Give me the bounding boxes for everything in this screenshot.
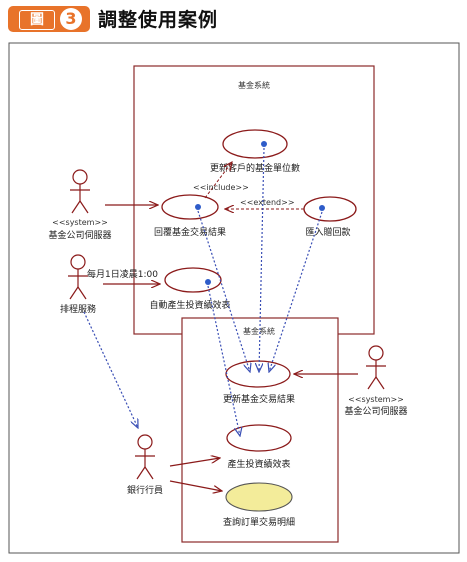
flow-dividend-to-update [269,211,323,372]
include-arrow [204,162,232,199]
usecase-reply-result: 回覆基金交易結果 [154,194,226,238]
figure-word: 圖 [19,10,55,30]
actor-system-top-name: 基金公司伺服器 [48,229,111,241]
usecase-query-detail: 查詢訂單交易明細 [223,482,295,528]
usecase-update-units: 更新客戶的基金單位數 [210,129,300,174]
system-label-bottom: 基金系統 [243,326,275,336]
usecase-update-units-label: 更新客戶的基金單位數 [210,162,300,174]
flow-auto-to-report [207,285,240,436]
usecase-gen-report: 產生投資績效表 [226,424,292,470]
usecase-query-detail-label: 查詢訂單交易明細 [223,516,295,528]
actor-system-right-name: 基金公司伺服器 [344,405,407,417]
actor-system-right [366,345,386,390]
assoc-teller-query [169,480,222,491]
actor-scheduler [68,254,88,300]
figure-header: 圖 3 調整使用案例 [0,0,467,36]
extend-label: <<extend>> [240,198,295,207]
assoc-teller-report [169,458,220,467]
actor-teller [135,434,155,480]
figure-badge: 圖 3 [8,6,90,32]
figure-title: 調整使用案例 [98,9,219,31]
usecase-update-result-label: 更新基金交易結果 [223,393,295,405]
actor-teller-name: 銀行行員 [127,484,163,496]
actor-system-top-stereotype: <<system>> [52,218,108,227]
actor-system-right-stereotype: <<system>> [348,395,404,404]
usecase-reply-result-label: 回覆基金交易結果 [154,226,226,238]
figure-number: 3 [60,8,82,30]
actor-scheduler-name: 排程服務 [60,303,96,315]
include-label: <<include>> [193,183,249,192]
usecase-dividend: 匯入贈回款 [303,196,357,238]
trigger-label: 每月1日凌晨1:00 [87,268,158,280]
actor-system-top [70,169,90,214]
flow-units-to-update [259,147,265,372]
diagram-frame [8,42,460,554]
usecase-gen-report-label: 產生投資績效表 [227,458,290,470]
system-label-top: 基金系統 [238,80,270,90]
flow-reply-to-update [197,210,250,372]
usecase-auto-report-label: 自動產生投資績效表 [149,299,230,311]
usecase-dividend-label: 匯入贈回款 [305,226,350,238]
usecase-auto-report: 自動產生投資績效表 [149,267,231,311]
flow-scheduler-to-teller [83,311,138,428]
